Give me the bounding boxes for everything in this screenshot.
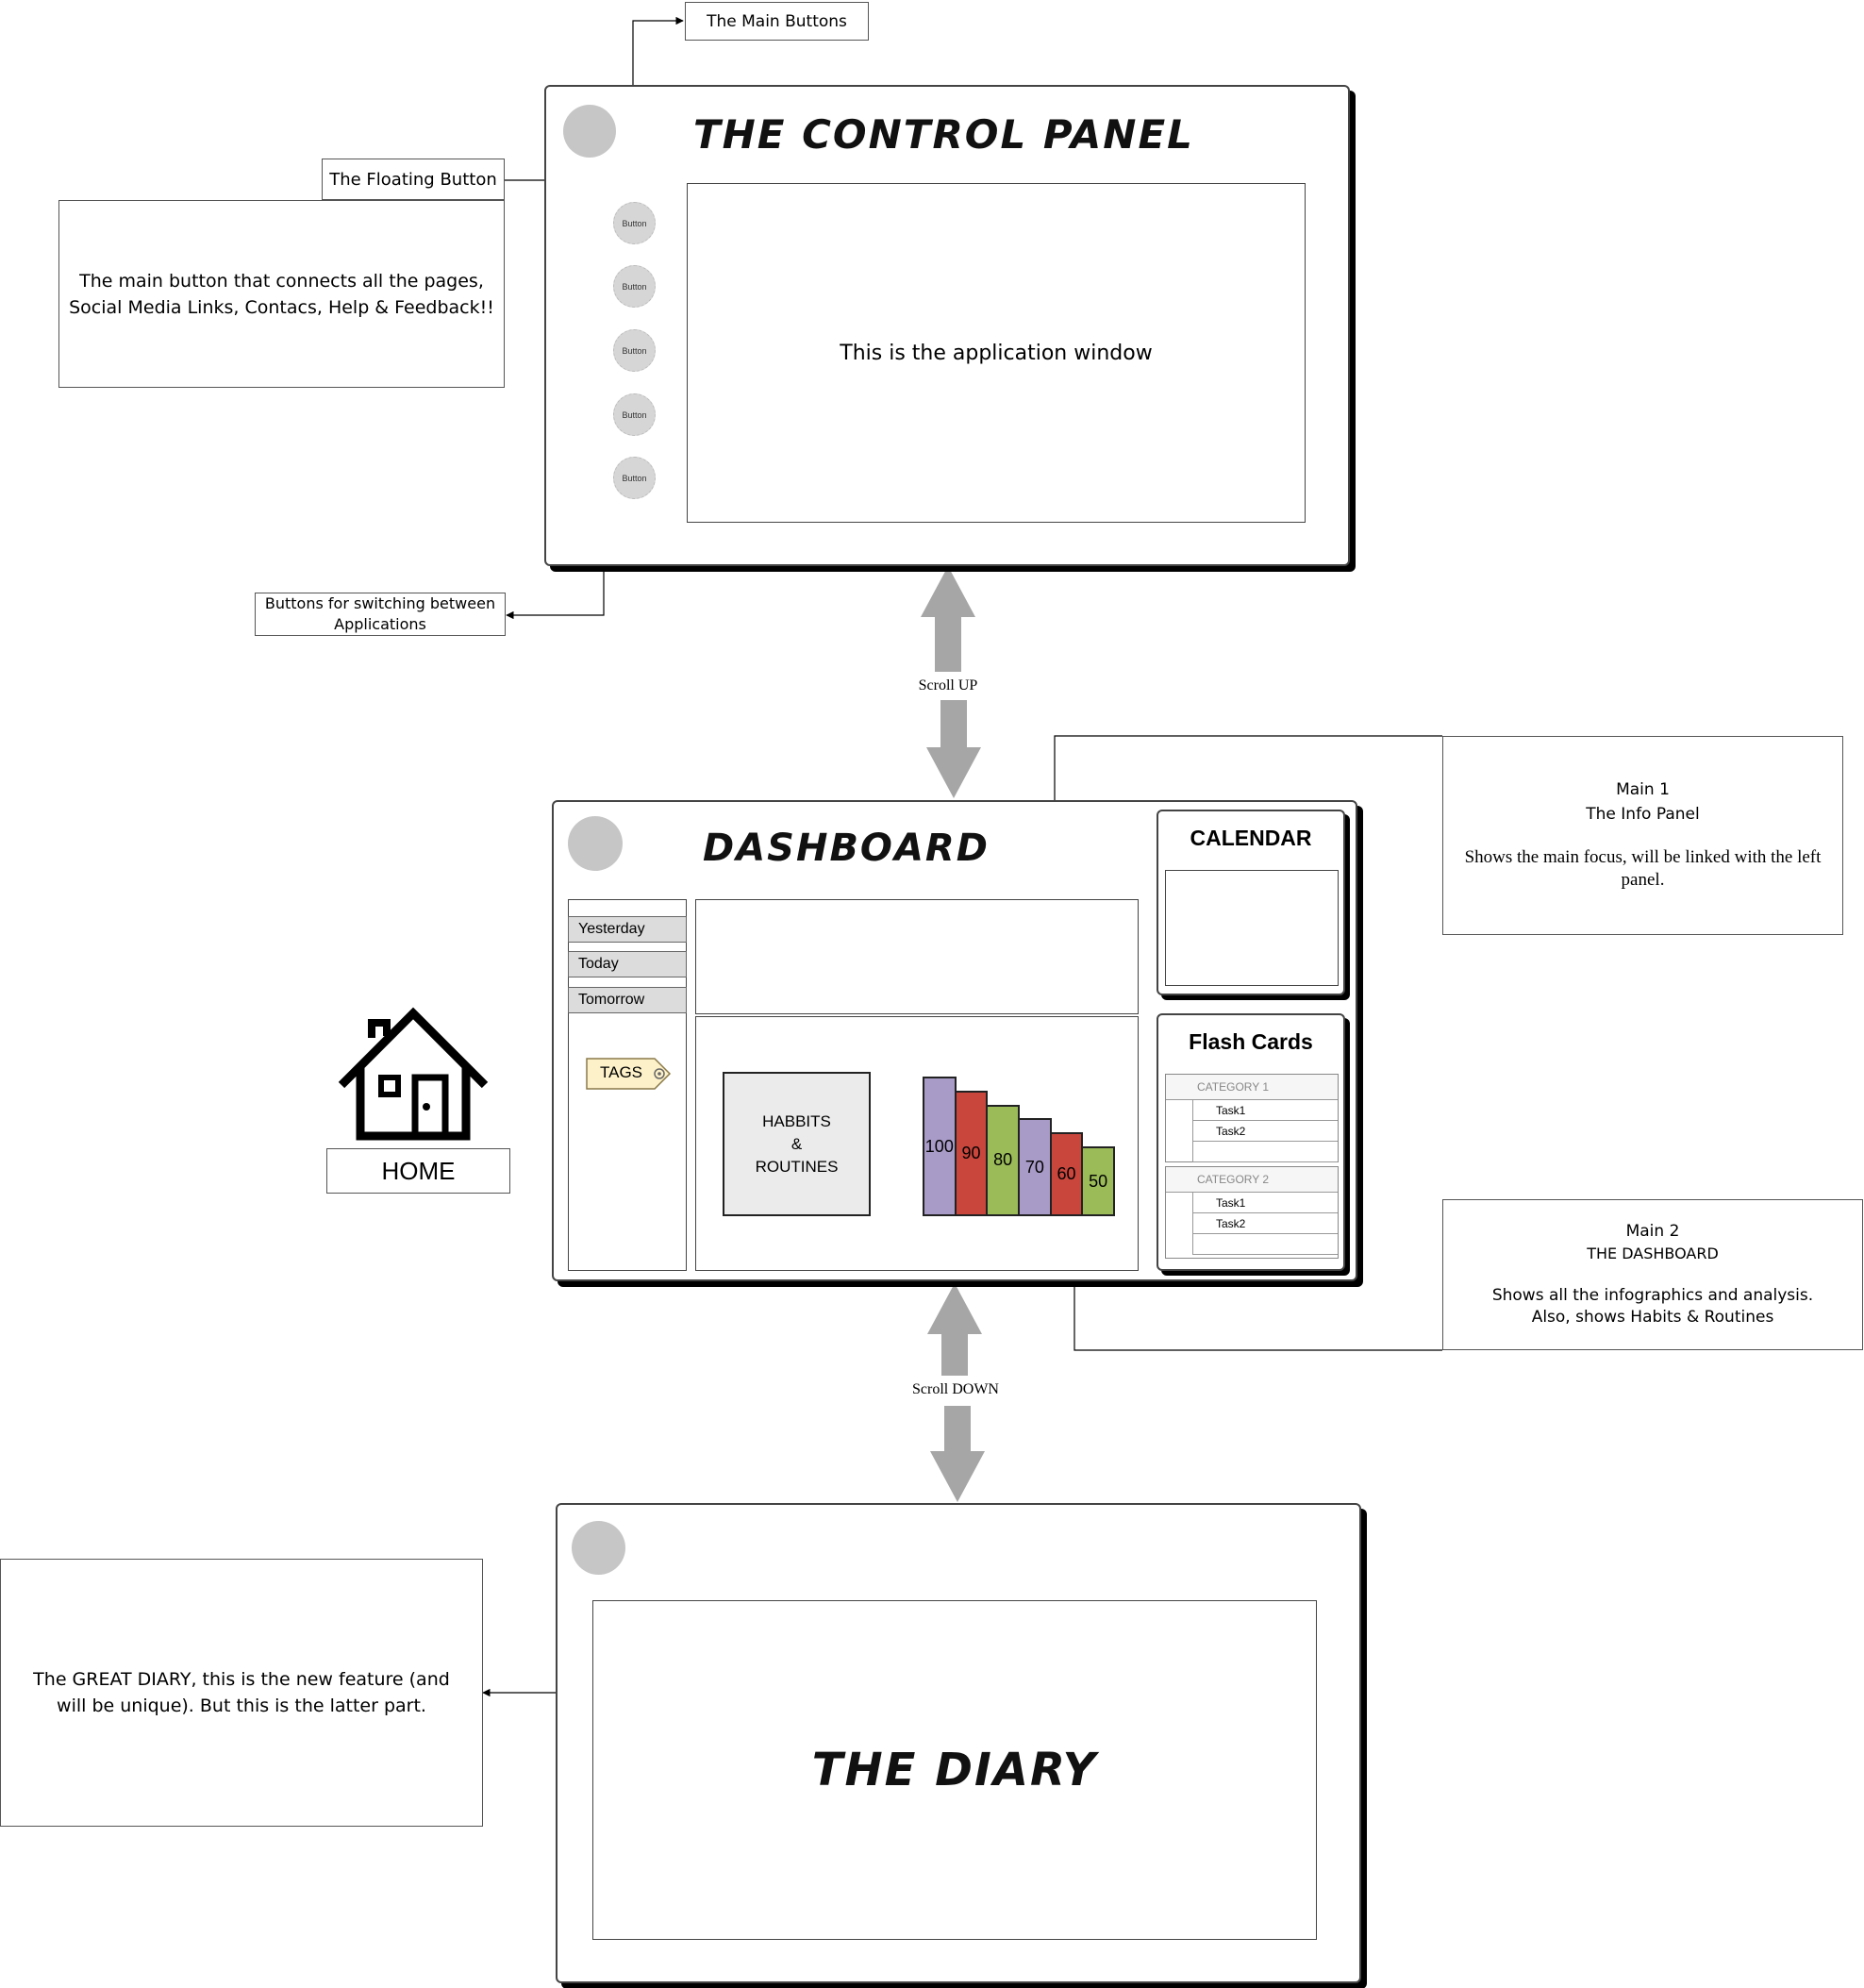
main2-desc-line2: Also, shows Habits & Routines xyxy=(1531,1307,1774,1327)
callout-floating-button-desc-text: The main button that connects all the pa… xyxy=(69,270,494,318)
flash-cards-widget xyxy=(1157,1013,1345,1271)
chart-bar-value-label: 100 xyxy=(924,1136,954,1156)
category-1-header: CATEGORY 1 xyxy=(1166,1075,1338,1100)
habits-routines-box[interactable]: HABBITS & ROUTINES xyxy=(723,1072,871,1216)
task-row[interactable]: Task1 xyxy=(1192,1193,1338,1213)
diary-floating-button[interactable] xyxy=(572,1521,625,1575)
app-switch-button-2[interactable]: Button xyxy=(613,265,656,308)
scroll-down-arrow-icon xyxy=(927,1283,985,1502)
habits-label-line2: & xyxy=(791,1134,803,1153)
tags-label: TAGS xyxy=(600,1063,643,1081)
main1-title: The Info Panel xyxy=(1586,804,1700,824)
tab-today[interactable]: Today xyxy=(568,951,687,977)
scroll-up-arrow-icon xyxy=(921,566,981,798)
callout-main-buttons: The Main Buttons xyxy=(685,2,869,41)
callout-main-buttons-text: The Main Buttons xyxy=(707,11,847,31)
application-window-text: This is the application window xyxy=(840,341,1153,365)
info-box-main1: Main 1 The Info Panel Shows the main foc… xyxy=(1442,736,1843,935)
chart-bar-value-label: 70 xyxy=(1024,1157,1044,1177)
callout-floating-button-desc: The main button that connects all the pa… xyxy=(58,200,505,388)
calendar-body[interactable] xyxy=(1165,870,1339,986)
task-row[interactable]: Task2 xyxy=(1192,1213,1338,1234)
tag-icon[interactable] xyxy=(585,1057,672,1091)
habits-label-line1: HABBITS xyxy=(762,1111,831,1130)
info-box-main2: Main 2 THE DASHBOARD Shows all the infog… xyxy=(1442,1199,1863,1350)
home-label: HOME xyxy=(326,1148,510,1194)
info-panel xyxy=(695,899,1139,1014)
flash-card-category-2[interactable]: CATEGORY 2 Task1 Task2 xyxy=(1165,1166,1339,1259)
diary-title: THE DIARY xyxy=(811,1744,1098,1796)
callout-diary-desc-text: The GREAT DIARY, this is the new feature… xyxy=(33,1669,450,1716)
callout-switch-buttons: Buttons for switching between Applicatio… xyxy=(255,593,506,636)
control-panel-title: THE CONTROL PANEL xyxy=(693,111,1194,158)
main1-desc: Shows the main focus, will be linked wit… xyxy=(1464,846,1822,890)
diary-content-area: THE DIARY xyxy=(592,1600,1317,1940)
tab-tomorrow[interactable]: Tomorrow xyxy=(568,987,687,1013)
flash-cards-title: Flash Cards xyxy=(1189,1028,1313,1054)
chart-bar-value-label: 80 xyxy=(993,1150,1013,1170)
task-row[interactable]: Task1 xyxy=(1192,1100,1338,1121)
connector-main2 xyxy=(1070,1269,1442,1351)
task-row[interactable]: Task2 xyxy=(1192,1121,1338,1142)
dashboard-floating-button[interactable] xyxy=(568,816,623,871)
scroll-up-label: Scroll UP xyxy=(901,675,995,697)
callout-floating-button: The Floating Button xyxy=(322,159,505,200)
app-switch-button-4[interactable]: Button xyxy=(613,393,656,436)
main2-title: THE DASHBOARD xyxy=(1587,1244,1719,1262)
chart-bar: 80 xyxy=(986,1104,1020,1216)
calendar-widget xyxy=(1157,810,1345,995)
callout-switch-buttons-text: Buttons for switching between Applicatio… xyxy=(264,594,496,633)
flash-card-category-1[interactable]: CATEGORY 1 Task1 Task2 xyxy=(1165,1074,1339,1162)
task-row-empty[interactable] xyxy=(1192,1234,1338,1255)
main2-desc-line1: Shows all the infographics and analysis. xyxy=(1491,1285,1814,1305)
callout-floating-button-text: The Floating Button xyxy=(329,169,497,190)
app-switch-button-1[interactable]: Button xyxy=(613,202,656,244)
habits-bar-chart: 100 90 80 70 60 50 xyxy=(923,1077,1115,1216)
application-window: This is the application window xyxy=(687,183,1306,523)
main2-heading: Main 2 xyxy=(1625,1221,1680,1241)
task-row-empty[interactable] xyxy=(1192,1142,1338,1162)
calendar-title: CALENDAR xyxy=(1190,825,1312,850)
tab-yesterday[interactable]: Yesterday xyxy=(568,916,687,943)
chart-bar: 60 xyxy=(1049,1132,1084,1216)
main1-heading: Main 1 xyxy=(1616,779,1670,799)
chart-bar: 70 xyxy=(1018,1118,1052,1216)
chart-bar: 90 xyxy=(954,1090,989,1216)
chart-bar: 50 xyxy=(1081,1146,1115,1216)
chart-bar-value-label: 50 xyxy=(1089,1171,1108,1191)
habits-label-line3: ROUTINES xyxy=(755,1157,839,1176)
chart-bar: 100 xyxy=(923,1077,957,1216)
chart-bar-value-label: 60 xyxy=(1057,1164,1076,1184)
house-icon xyxy=(338,1007,489,1141)
dashboard-title: DASHBOARD xyxy=(703,827,990,870)
floating-button[interactable] xyxy=(563,105,616,158)
category-2-header: CATEGORY 2 xyxy=(1166,1167,1338,1193)
app-switch-button-5[interactable]: Button xyxy=(613,457,656,499)
scroll-down-label: Scroll DOWN xyxy=(899,1378,1012,1401)
chart-bar-value-label: 90 xyxy=(961,1143,981,1162)
app-switch-button-3[interactable]: Button xyxy=(613,329,656,372)
callout-diary-desc: The GREAT DIARY, this is the new feature… xyxy=(0,1559,483,1827)
